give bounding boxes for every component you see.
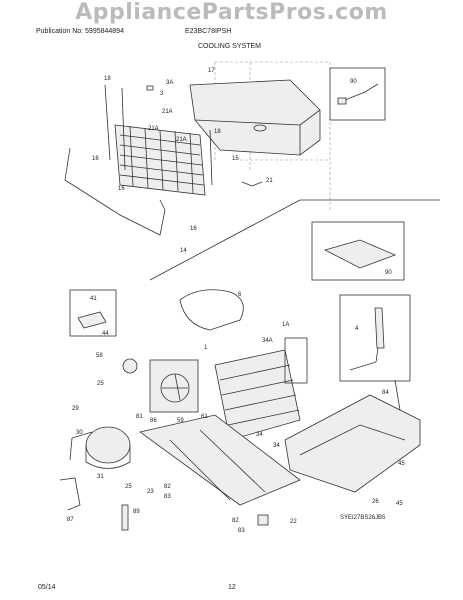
section-divider: [149, 199, 301, 281]
callout-21a-1: 21A: [162, 109, 173, 115]
callout-17: 17: [208, 68, 215, 74]
callout-83b: 83: [238, 528, 245, 534]
discharge-tube: [59, 477, 81, 511]
inset-tray: [311, 221, 405, 281]
drain-pan: [284, 379, 421, 493]
process-tube: [121, 504, 129, 531]
callout-4: 4: [355, 326, 359, 332]
callout-29: 29: [72, 406, 79, 412]
callout-82b: 82: [232, 518, 239, 524]
callout-21: 21: [266, 178, 273, 184]
suction-line: [64, 147, 166, 236]
callout-18b: 18: [214, 129, 221, 135]
callout-3a: 3A: [166, 80, 173, 86]
base-pan: [139, 414, 301, 506]
callout-3: 3: [160, 91, 164, 97]
fan-assembly: [122, 358, 199, 413]
callout-34b: 34: [273, 443, 280, 449]
callout-15: 15: [232, 156, 239, 162]
compressor: [69, 426, 131, 469]
callout-34: 34: [256, 432, 263, 438]
callout-6: 6: [238, 292, 242, 298]
callout-44: 44: [102, 331, 109, 337]
callout-84: 84: [382, 390, 389, 396]
callout-31: 31: [97, 474, 104, 480]
callout-1a: 1A: [282, 322, 289, 328]
callout-1: 1: [204, 345, 208, 351]
grommet: [257, 514, 269, 526]
evaporator-cover: [189, 79, 321, 156]
callout-86: 86: [150, 418, 157, 424]
model-number: E23BC78IPSH: [185, 28, 232, 35]
heater-wire: [241, 181, 263, 187]
callout-16b: 16: [118, 186, 125, 192]
watermark: AppliancePartsPros.com: [75, 0, 388, 25]
wire-harness: [179, 289, 244, 331]
page-number: 12: [228, 584, 236, 591]
callout-61: 61: [201, 414, 208, 420]
callout-90: 90: [350, 79, 357, 85]
callout-25b: 25: [125, 484, 132, 490]
callout-41: 41: [90, 296, 97, 302]
callout-45b: 45: [396, 501, 403, 507]
callout-45a: 45: [398, 461, 405, 467]
callout-83: 83: [164, 494, 171, 500]
callout-16c: 16: [190, 226, 197, 232]
callout-26: 26: [372, 499, 379, 505]
callout-81: 81: [136, 414, 143, 420]
callout-34a: 34A: [262, 338, 273, 344]
footer-date: 05/14: [38, 584, 56, 591]
callout-23: 23: [147, 489, 154, 495]
callout-87: 87: [67, 517, 74, 523]
callout-58: 58: [96, 353, 103, 359]
cabinet-outline: [214, 61, 331, 210]
evaporator-coil: [104, 84, 213, 196]
callout-labels: 17 3A 3 18 21A 21A 21A 18 15 16 16 21 16…: [67, 68, 405, 534]
callout-59: 59: [177, 418, 184, 424]
callout-21a-3: 21A: [176, 137, 187, 143]
inset-bracket: [69, 289, 117, 337]
publication-number: Publication No: 5995844894: [36, 28, 124, 35]
callout-21a-2: 21A: [148, 126, 159, 132]
section-title: COOLING SYSTEM: [198, 43, 262, 50]
inset-sensor: [329, 67, 386, 121]
callout-90b: 90: [385, 270, 392, 276]
callout-16a: 16: [92, 156, 99, 162]
callout-22: 22: [290, 519, 297, 525]
inset-drier: [339, 294, 411, 382]
callout-82: 82: [164, 484, 171, 490]
condenser: [214, 337, 308, 441]
callout-25: 25: [97, 381, 104, 387]
callout-30: 30: [76, 430, 83, 436]
callout-89: 89: [133, 509, 140, 515]
callout-14: 14: [180, 248, 187, 254]
diagram-code: SYEI27BS26JB5: [340, 515, 386, 521]
callout-18: 18: [104, 76, 111, 82]
